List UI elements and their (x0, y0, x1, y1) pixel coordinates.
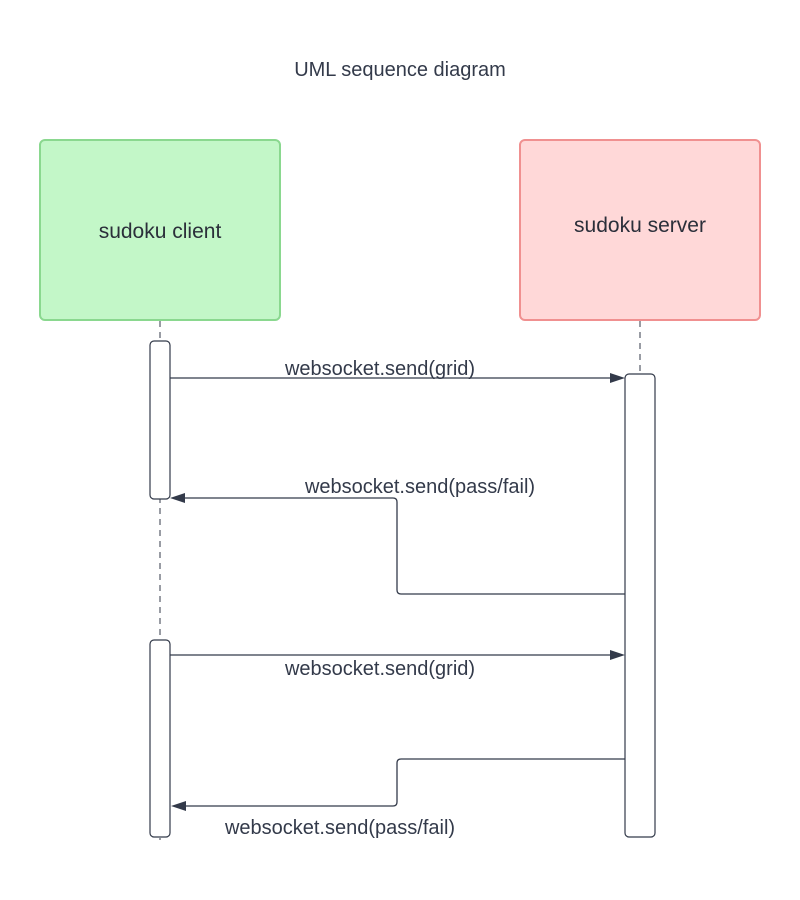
diagram-title: UML sequence diagram (294, 59, 506, 81)
message-2-line (184, 497, 625, 595)
participant-client[interactable]: sudoku client (39, 139, 281, 321)
message-2: websocket.send(pass/fail) (170, 476, 625, 595)
message-3-arrowhead (610, 650, 625, 660)
message-4-arrowhead (171, 801, 186, 811)
message-2-label: websocket.send(pass/fail) (304, 476, 535, 498)
server-label: sudoku server (574, 214, 706, 237)
message-1-label: websocket.send(grid) (284, 358, 475, 380)
message-3: websocket.send(grid) (170, 650, 625, 680)
client-activation-2 (149, 639, 171, 838)
participant-server[interactable]: sudoku server (519, 139, 761, 321)
client-box (39, 139, 281, 321)
message-4: websocket.send(pass/fail) (171, 758, 625, 839)
client-label: sudoku client (99, 220, 222, 243)
message-1: websocket.send(grid) (170, 358, 625, 383)
message-4-label: websocket.send(pass/fail) (224, 817, 455, 839)
message-1-arrowhead (610, 373, 625, 383)
message-3-label: websocket.send(grid) (284, 658, 475, 680)
server-box (519, 139, 761, 321)
message-4-line (186, 758, 625, 807)
client-activation-1 (149, 340, 171, 500)
message-2-arrowhead (170, 493, 185, 503)
server-activation (624, 373, 656, 838)
